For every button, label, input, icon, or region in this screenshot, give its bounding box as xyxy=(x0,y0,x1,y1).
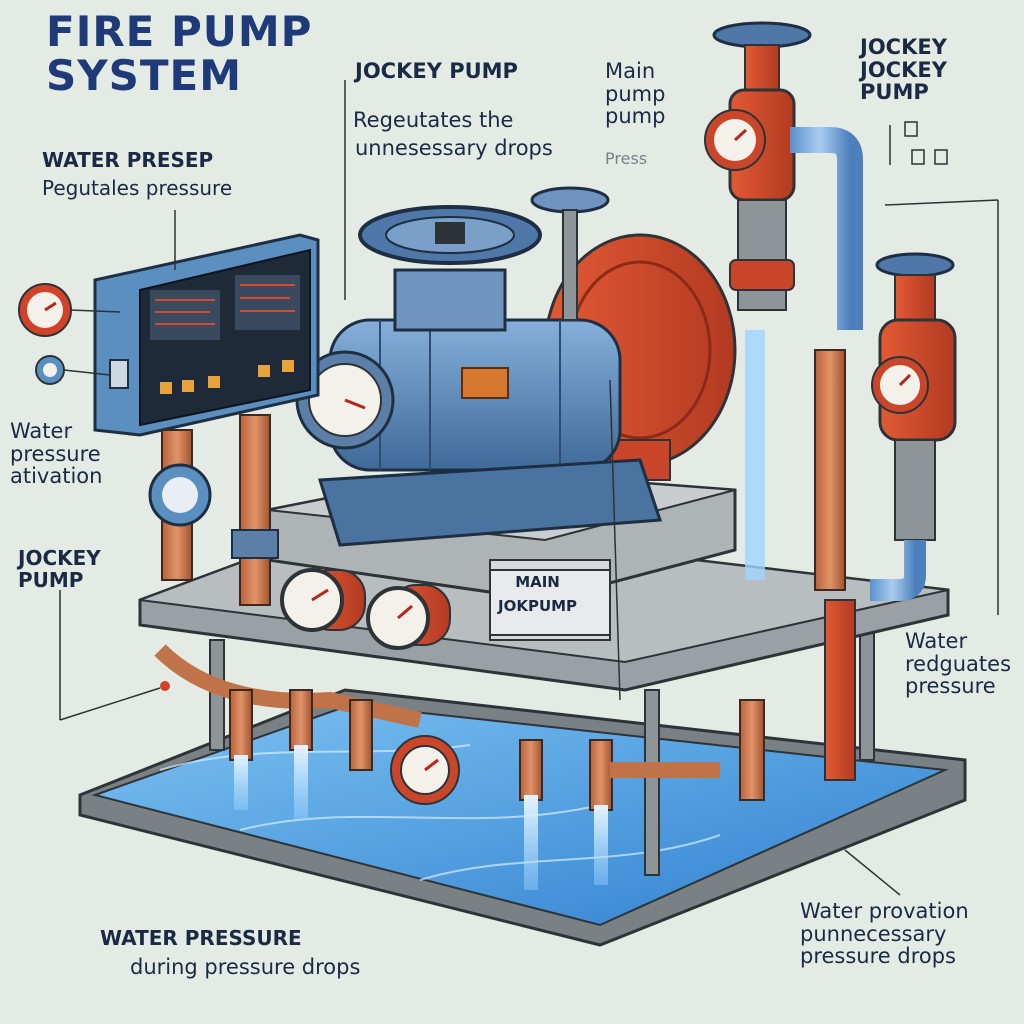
left-red-gauge xyxy=(18,283,121,337)
water-jets xyxy=(234,745,608,890)
label-jockey-top: JOCKEY PUMP Regeutates the unnesessary d… xyxy=(353,59,553,161)
mid-valve xyxy=(530,186,610,321)
label-water-presp-line1: Pegutales pressure xyxy=(42,175,233,200)
label-jockey-right-line2: JOCKEY xyxy=(860,57,947,82)
label-main-pump-top-line2: pump xyxy=(605,81,666,106)
right-copper-pipes xyxy=(814,349,856,781)
lower-gauge-a xyxy=(390,735,460,805)
main-pump-motor xyxy=(318,318,663,547)
label-water-presp-heading: WATER PRESEP xyxy=(42,148,214,172)
platform-gauge-1 xyxy=(280,568,366,632)
label-main-plate-line2: JOKPUMP xyxy=(498,597,578,616)
label-main-pump-top: Main pump pump xyxy=(605,60,665,128)
leader-dot xyxy=(160,681,170,691)
label-jockey-right-line1: JOCKEY xyxy=(860,35,947,59)
label-jockey-left: JOCKEY PUMP xyxy=(18,546,101,592)
platform-legs xyxy=(209,629,875,876)
label-water-bottom-right-line3: pressure drops xyxy=(800,944,957,969)
right-upper-valve xyxy=(704,21,812,311)
label-water-bottom-right-line2: punnecessary xyxy=(800,921,947,946)
motor-gauge xyxy=(295,350,395,450)
platform-gauge-2 xyxy=(366,584,451,650)
label-water-right-line2: redguates xyxy=(905,651,1012,676)
label-press: Press xyxy=(605,149,648,168)
label-jockey-top-line1: Regeutates the xyxy=(353,107,514,132)
label-main-plate-line1: MAIN xyxy=(515,573,560,591)
panel-pipes xyxy=(148,414,279,606)
label-water-activation-line3: ativation xyxy=(10,464,103,489)
label-water-bottom-right: Water provation punnecessary pressure dr… xyxy=(800,900,969,968)
page-title: FIRE PUMP SYSTEM xyxy=(46,7,313,101)
label-water-activation-line2: pressure xyxy=(10,441,101,466)
label-jockey-top-heading: JOCKEY PUMP xyxy=(355,59,518,83)
pump-top-handwheel xyxy=(358,205,542,332)
label-water-right: Water redguates pressure xyxy=(905,630,1011,698)
label-water-bottom-left-heading: WATER PRESSURE xyxy=(100,926,302,950)
label-water-bottom-right-line1: Water provation xyxy=(800,899,969,923)
label-main-pump-top-line1: Main xyxy=(605,59,656,83)
label-main-plate: MAIN JOKPUMP xyxy=(498,573,578,616)
blue-pipe-right xyxy=(731,127,880,580)
label-water-bottom-left: WATER PRESSURE during pressure drops xyxy=(100,926,361,979)
leader-lines xyxy=(59,80,901,896)
lower-pipes xyxy=(154,644,765,811)
label-water-right-line3: pressure xyxy=(905,674,996,699)
label-main-pump-top-line3: pump xyxy=(605,104,666,129)
label-water-bottom-left-line1: during pressure drops xyxy=(130,954,361,979)
control-panel xyxy=(93,233,320,437)
title-line-2: SYSTEM xyxy=(46,51,243,101)
label-jockey-top-line2: unnesessary drops xyxy=(355,136,553,161)
label-water-activation: Water pressure ativation xyxy=(10,420,102,488)
main-plate xyxy=(489,569,611,636)
label-jockey-left-line1: JOCKEY xyxy=(18,546,101,570)
right-indicators xyxy=(884,121,999,615)
label-water-presp: WATER PRESEP Pegutales pressure xyxy=(42,148,233,200)
label-jockey-left-line2: PUMP xyxy=(18,567,84,592)
label-water-activation-line1: Water xyxy=(10,419,73,443)
label-jockey-right-line3: PUMP xyxy=(860,80,929,105)
right-mid-valve xyxy=(870,252,957,601)
label-jockey-right: JOCKEY JOCKEY PUMP xyxy=(860,36,947,104)
title-line-1: FIRE PUMP xyxy=(46,7,313,56)
label-water-right-line1: Water xyxy=(905,629,968,653)
left-blue-gauge xyxy=(35,355,111,385)
